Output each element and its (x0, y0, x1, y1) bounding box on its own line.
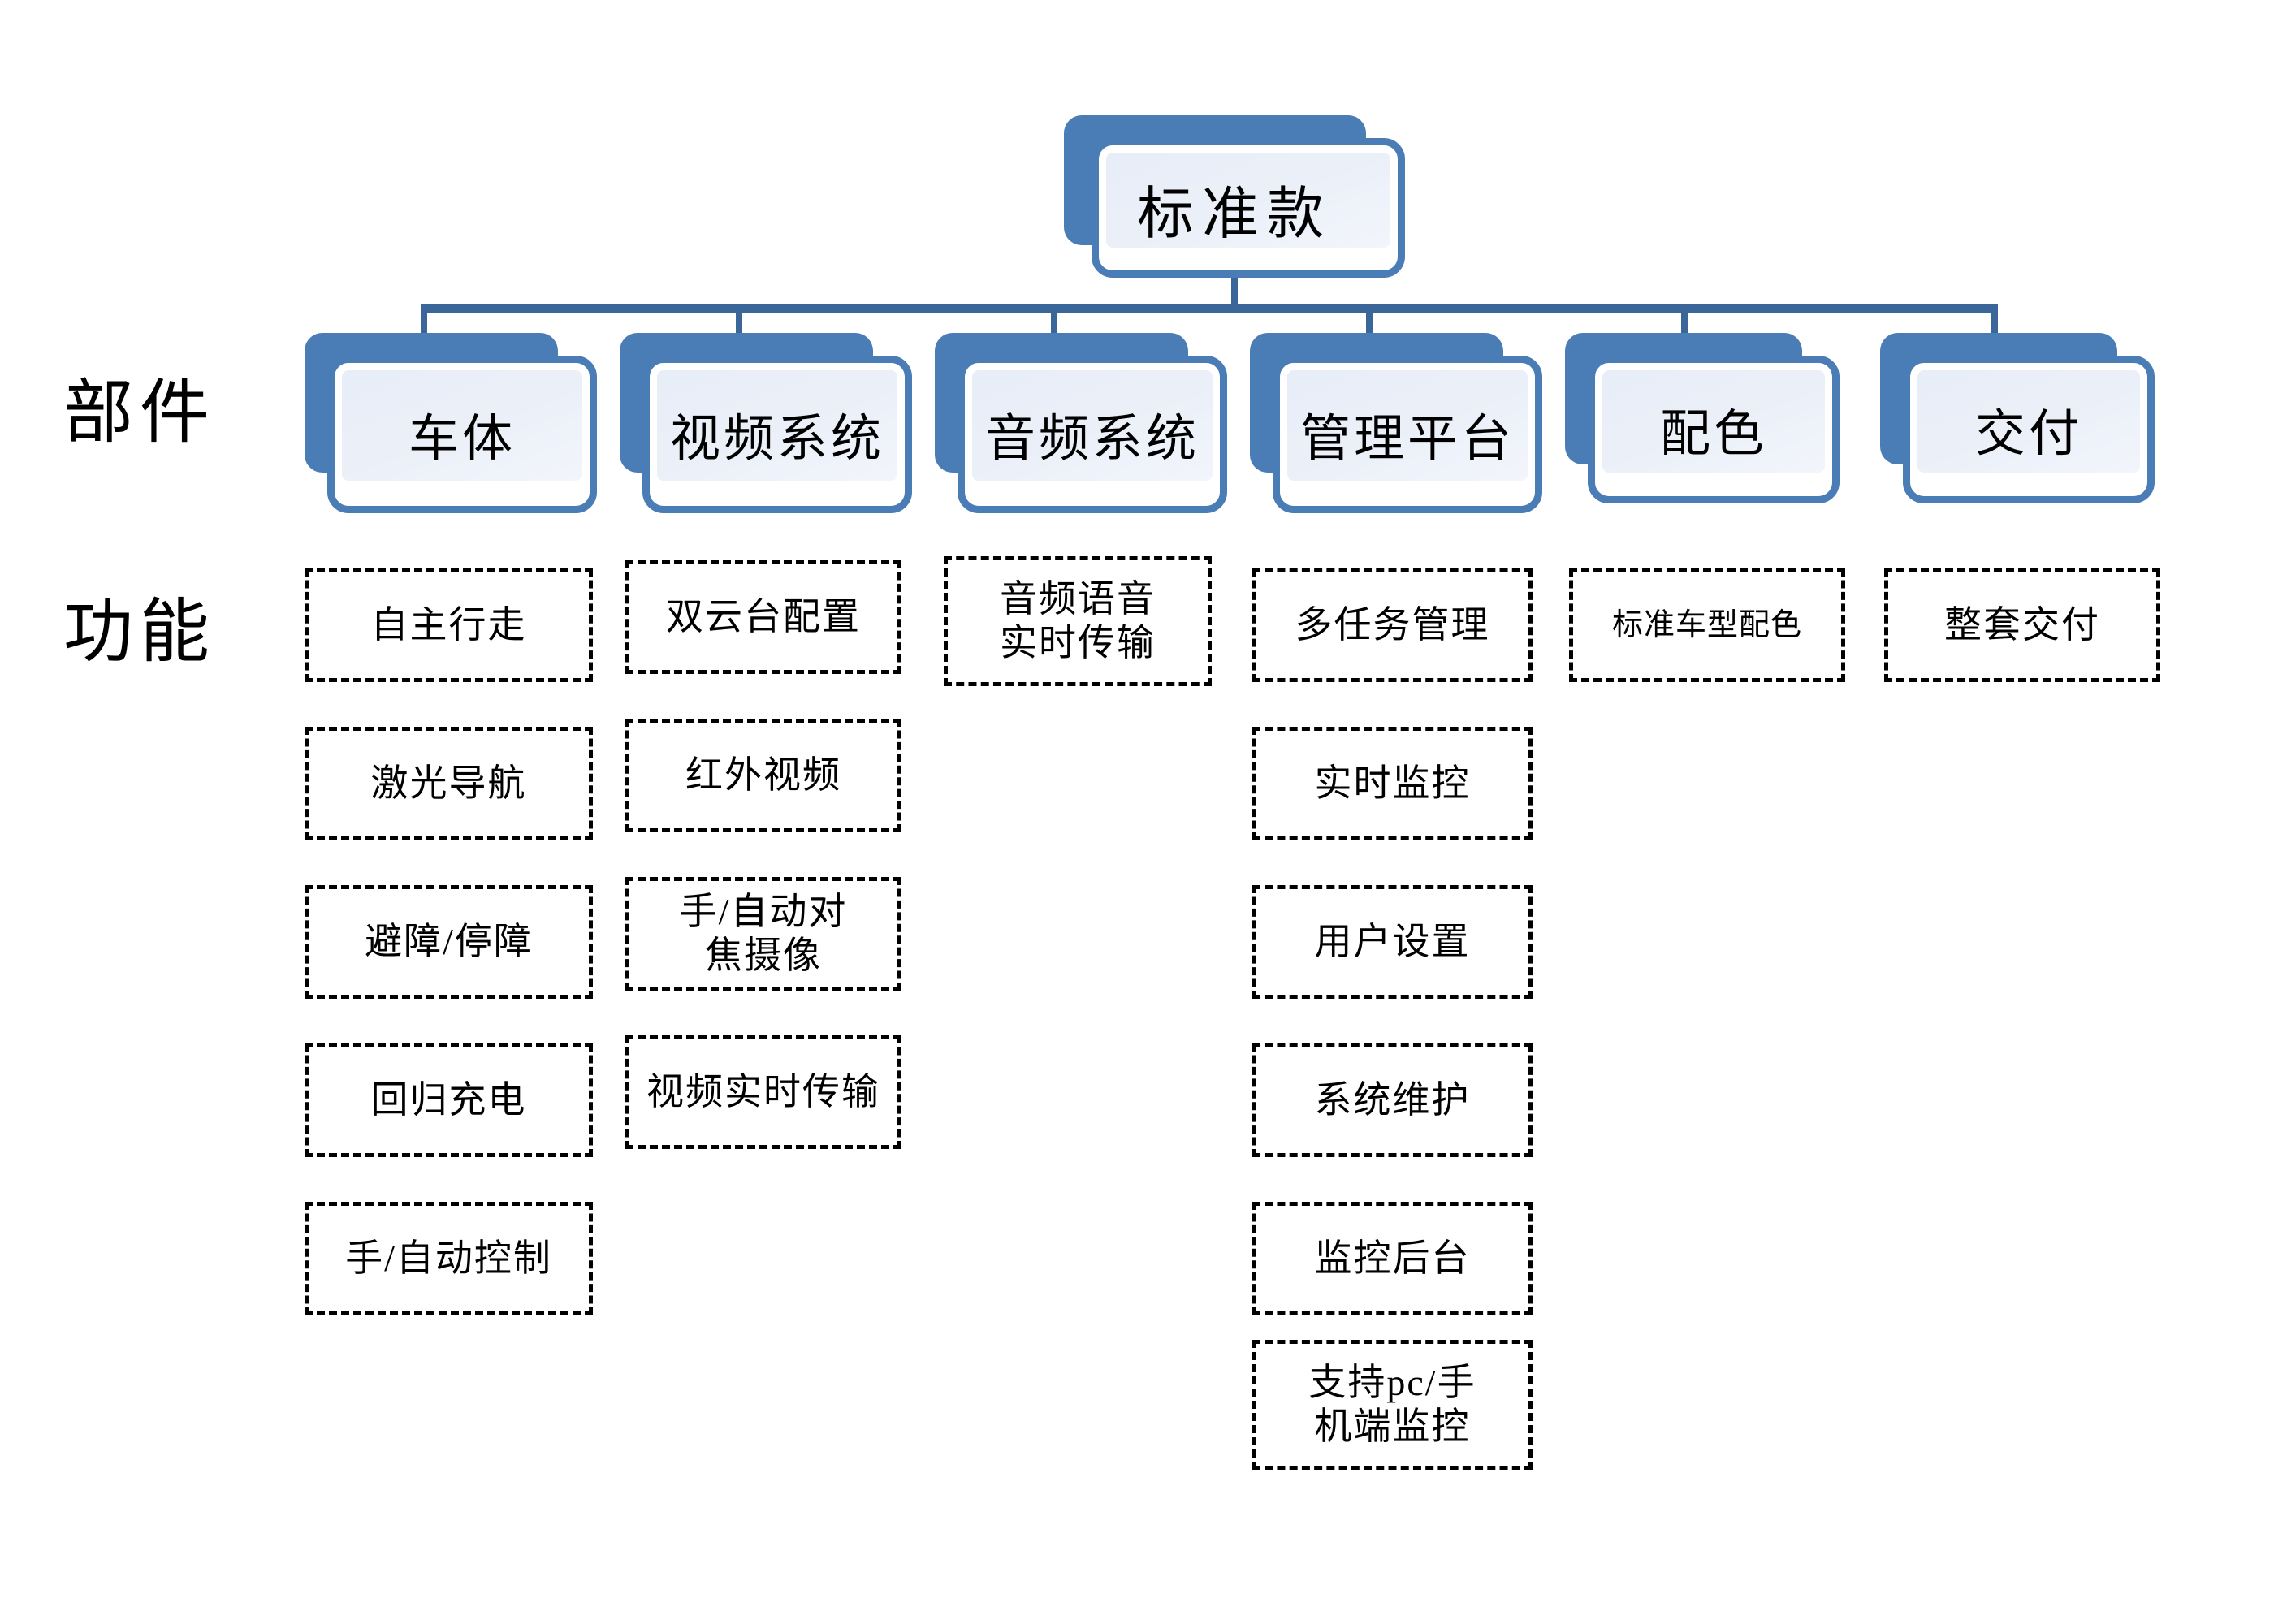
function-box[interactable]: 音频语音 实时传输 (944, 556, 1212, 686)
function-box[interactable]: 用户设置 (1252, 885, 1533, 999)
function-label: 双云台配置 (666, 595, 861, 637)
connector-drop-6 (1991, 309, 1998, 348)
function-label: 回归充电 (370, 1078, 527, 1121)
connector-bus (421, 304, 1998, 313)
node-component-3[interactable]: 管理平台 (1250, 333, 1542, 513)
function-label: 红外视频 (685, 754, 841, 796)
connector-drop-3 (1051, 309, 1057, 348)
node-root-label: 标准款 (1137, 184, 1332, 246)
node-component-2[interactable]: 音频系统 (935, 333, 1227, 513)
function-label: 多任务管理 (1295, 603, 1490, 646)
node-component-1[interactable]: 视频系统 (620, 333, 912, 513)
row-label-components: 部件 (63, 374, 216, 451)
function-label: 手/自动对 焦摄像 (679, 890, 848, 976)
function-box[interactable]: 回归充电 (305, 1043, 593, 1157)
function-box[interactable]: 实时监控 (1252, 727, 1533, 840)
function-box[interactable]: 双云台配置 (625, 560, 901, 674)
connector-drop-4 (1366, 309, 1373, 348)
function-label: 手/自动控制 (345, 1237, 552, 1279)
node-component-4[interactable]: 配色 (1565, 333, 1840, 503)
node-inner-fill (657, 370, 897, 481)
connector-drop-1 (421, 309, 427, 348)
connector-drop-5 (1681, 309, 1688, 348)
function-box[interactable]: 手/自动对 焦摄像 (625, 877, 901, 991)
function-box[interactable]: 避障/停障 (305, 885, 593, 999)
function-box[interactable]: 标准车型配色 (1569, 568, 1845, 682)
node-inner-fill (972, 370, 1213, 481)
function-label: 系统维护 (1314, 1078, 1471, 1121)
function-box[interactable]: 手/自动控制 (305, 1202, 593, 1315)
function-label: 标准车型配色 (1611, 607, 1802, 642)
function-box[interactable]: 自主行走 (305, 568, 593, 682)
function-label: 用户设置 (1314, 920, 1471, 962)
node-component-0[interactable]: 车体 (305, 333, 597, 513)
node-inner-fill (1602, 370, 1825, 473)
function-box[interactable]: 支持pc/手 机端监控 (1252, 1340, 1533, 1470)
function-label: 支持pc/手 机端监控 (1308, 1361, 1476, 1447)
function-box[interactable]: 多任务管理 (1252, 568, 1533, 682)
node-component-5[interactable]: 交付 (1880, 333, 2155, 503)
connector-stem (1231, 273, 1238, 310)
connector-drop-2 (736, 309, 742, 348)
node-inner-fill (342, 370, 582, 481)
function-label: 激光导航 (370, 762, 527, 804)
function-box[interactable]: 激光导航 (305, 727, 593, 840)
node-inner-fill (1106, 153, 1390, 248)
function-label: 视频实时传输 (646, 1070, 880, 1112)
node-root[interactable]: 标准款 (1064, 115, 1405, 278)
function-box[interactable]: 整套交付 (1884, 568, 2160, 682)
function-box[interactable]: 红外视频 (625, 719, 901, 832)
function-label: 避障/停障 (365, 920, 533, 962)
row-label-functions: 功能 (63, 593, 216, 671)
function-label: 实时监控 (1314, 762, 1471, 804)
function-box[interactable]: 监控后台 (1252, 1202, 1533, 1315)
node-component-label: 音频系统 (984, 412, 1200, 467)
node-component-label: 交付 (1974, 407, 2082, 462)
function-label: 音频语音 实时传输 (1000, 577, 1156, 663)
function-label: 监控后台 (1314, 1237, 1471, 1279)
node-inner-fill (1287, 370, 1528, 481)
node-component-label: 配色 (1659, 407, 1767, 462)
node-inner-fill (1917, 370, 2140, 473)
function-box[interactable]: 视频实时传输 (625, 1035, 901, 1149)
node-component-label: 视频系统 (669, 412, 884, 467)
function-box[interactable]: 系统维护 (1252, 1043, 1533, 1157)
node-component-label: 管理平台 (1299, 412, 1515, 467)
node-component-label: 车体 (408, 412, 516, 467)
function-label: 自主行走 (370, 603, 527, 646)
function-label: 整套交付 (1944, 603, 2100, 646)
